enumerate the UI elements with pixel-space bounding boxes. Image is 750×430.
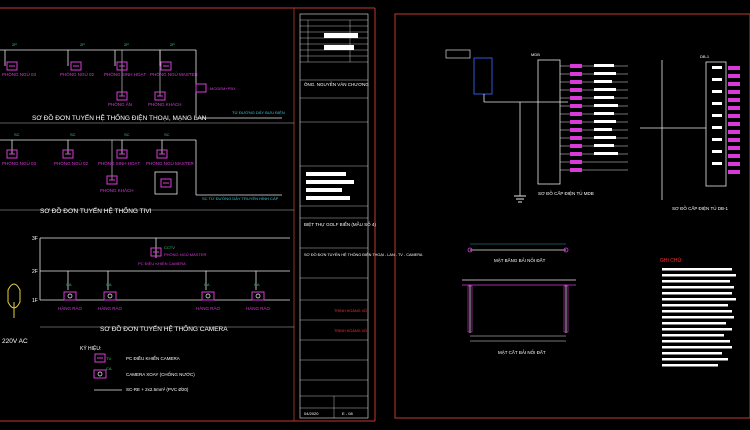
legend-camera-icon: [93, 369, 107, 379]
project-name: BIỆT THỰ GOLF BIỂN (MẪU SỐ 4): [304, 220, 376, 227]
phone-room-label: PHÒNG ĂN: [108, 101, 132, 107]
meter-box: [473, 57, 493, 95]
grounding-drawings: MẶT BẰNG BẢI NỐI ĐẤT MẶT CẮT BẢI NỐI ĐẤT: [462, 243, 576, 355]
tv-room-label: PHÒNG SINH HOẠT: [98, 160, 141, 166]
camera-diagram: 3F 2F 1F CCTV PHÒNG NGỦ MASTER PC ĐIỀU K…: [2, 236, 294, 345]
camera-tag: CA: [106, 282, 112, 287]
legend-text: PC ĐIỀU KHIỂN CAMERA: [126, 355, 180, 361]
phone-tag-4: 2P: [170, 42, 175, 47]
phone-source-label: TỪ ĐƯỜNG DÂY BƯU ĐIỆN: [232, 110, 285, 115]
cctv-controller-label: PC ĐIỀU KHIỂN CAMERA: [138, 261, 186, 266]
tv-source-label: SC TỪ ĐƯỜNG DÂY TRUYỀN HÌNH CÁP: [202, 196, 279, 201]
camera-location-label: HÀNG RÀO: [98, 305, 123, 311]
mdb-panel-diagram: MDB: [445, 49, 628, 203]
camera-tag: CA: [204, 282, 210, 287]
phone-diagram-title: SƠ ĐỒ ĐƠN TUYẾN HỆ THỐNG ĐIỆN THOẠI, MẠN…: [32, 112, 207, 122]
phone-tag-3: 2P: [124, 42, 129, 47]
tv-diagram: SC SC SC SC PHÒNG NGỦ 03 PHÒNG NGỦ 02 PH…: [0, 132, 294, 215]
phone-room-label: PHÒNG NGỦ 03: [2, 71, 37, 77]
ground-symbol-icon: [514, 195, 526, 203]
modem-icon: [195, 83, 207, 93]
phone-tag-2: 2P: [80, 42, 85, 47]
legend-heading: KÝ HIỆU:: [80, 344, 101, 352]
redacted-block: [324, 33, 358, 38]
tv-room-label: PHÒNG NGỦ 02: [54, 160, 89, 166]
db1-panel-label: DB-1: [700, 54, 710, 59]
camera-icon: [103, 291, 117, 301]
phone-room-label: PHÒNG KHÁCH: [148, 101, 182, 107]
phone-room-label: PHÒNG NGỦ 02: [60, 71, 95, 77]
left-sheet: 2P 2P 2P 2P PHÒNG NGỦ 03 PHÒNG NGỦ 02 PH…: [0, 7, 376, 422]
db1-panel-box: [705, 61, 727, 187]
camera-icon: [251, 291, 265, 301]
camera-tag: CA: [254, 282, 260, 287]
tv-room-label: PHÒNG NGỦ 03: [2, 160, 37, 166]
notes: GHI CHÚ:: [660, 257, 736, 367]
owner-name: ÔNG. NGUYỄN VĂN CHƯƠNG: [304, 81, 369, 87]
camera-location-label: HÀNG RÀO: [58, 305, 83, 311]
redacted-block: [306, 172, 346, 176]
db1-caption: SƠ ĐỒ CẤP ĐIỆN TỦ DB-1: [672, 204, 728, 211]
tv-room-label: PHÒNG KHÁCH: [100, 187, 134, 193]
redacted-block: [324, 45, 354, 50]
mdb-panel-label: MDB: [531, 52, 540, 57]
power-label: 220V AC: [2, 338, 28, 345]
floor-label: 3F: [32, 236, 38, 242]
tv-splitter-icon: [160, 178, 172, 188]
tv-tag-4: SC: [164, 132, 170, 137]
db1-panel-diagram: DB-1 SƠ ĐỒ CẤP ĐIỆN TỦ DB-1: [640, 54, 740, 211]
phone-tag-1: 2P: [12, 42, 17, 47]
phone-jack-icon: [160, 61, 172, 71]
redacted-block: [306, 188, 342, 192]
mdb-caption: SƠ ĐỒ CẤP ĐIỆN TỦ MDB: [538, 189, 594, 196]
drawing-name: SƠ ĐỒ ĐƠN TUYẾN HỆ THỐNG ĐIỆN THOẠI - LA…: [304, 252, 423, 257]
legend: KÝ HIỆU: TV PC ĐIỀU KHIỂN CAMERA CA CAME…: [80, 344, 195, 392]
tv-splitter-box: [154, 171, 178, 195]
floor-label: 1F: [32, 298, 38, 304]
drawing-date: 04/2020: [304, 411, 319, 416]
designer-name: TRỊNH HOÀNG VŨ: [334, 308, 367, 313]
camera-location-label: HÀNG RÀO: [196, 305, 221, 311]
modem-label: MODEM+PBX: [210, 86, 236, 91]
phone-jack-icon: [70, 61, 82, 71]
legend-tag: TV: [106, 356, 111, 361]
sheet-number: E - 08: [342, 411, 353, 416]
power-plug-icon: [7, 283, 21, 318]
title-block: ÔNG. NGUYỄN VĂN CHƯƠNG BIỆT THỰ GOLF BIỂ…: [299, 13, 423, 419]
legend-tv-icon: [94, 353, 106, 363]
tv-tag-2: SC: [70, 132, 76, 137]
cctv-label: CCTV: [164, 245, 175, 250]
phone-lan-diagram: 2P 2P 2P 2P PHÒNG NGỦ 03 PHÒNG NGỦ 02 PH…: [0, 42, 294, 124]
camera-location-label: HÀNG RÀO: [246, 305, 271, 311]
phone-room-label: PHÒNG NGỦ MASTER: [150, 71, 199, 77]
phone-room-label: PHÒNG SINH HOẠT: [104, 71, 147, 77]
legend-text: SC-RE + 2x2.5mm² (PVC Ø20): [126, 387, 189, 392]
tv-diagram-title: SƠ ĐỒ ĐƠN TUYẾN HỆ THỐNG TIVI: [40, 205, 152, 215]
notes-heading: GHI CHÚ:: [660, 257, 683, 264]
mdb-panel-box: [537, 59, 561, 185]
tv-room-label: PHÒNG NGỦ MASTER: [146, 160, 195, 166]
camera-diagram-title: SƠ ĐỒ ĐƠN TUYẾN HỆ THỐNG CAMERA: [100, 323, 228, 333]
redacted-block: [306, 180, 354, 184]
floor-label: 2F: [32, 269, 38, 275]
camera-tag: CA: [66, 282, 72, 287]
tv-tag-1: SC: [14, 132, 20, 137]
camera-icon: [63, 291, 77, 301]
phone-jack-icon: [6, 61, 18, 71]
checker-name: TRỊNH HOÀNG VŨ: [334, 328, 367, 333]
grounding-section-caption: MẶT CẮT BẢI NỐI ĐẤT: [498, 348, 546, 355]
redacted-block: [306, 196, 350, 200]
legend-tag: CA: [106, 366, 112, 371]
legend-text: CAMERA XOAY (CHỐNG NƯỚC): [126, 371, 195, 377]
cctv-room-label: PHÒNG NGỦ MASTER: [164, 252, 207, 257]
tv-tag-3: SC: [124, 132, 130, 137]
right-sheet: MDB: [394, 13, 750, 419]
camera-icon: [201, 291, 215, 301]
grounding-plan-caption: MẶT BẰNG BẢI NỐI ĐẤT: [494, 256, 546, 263]
